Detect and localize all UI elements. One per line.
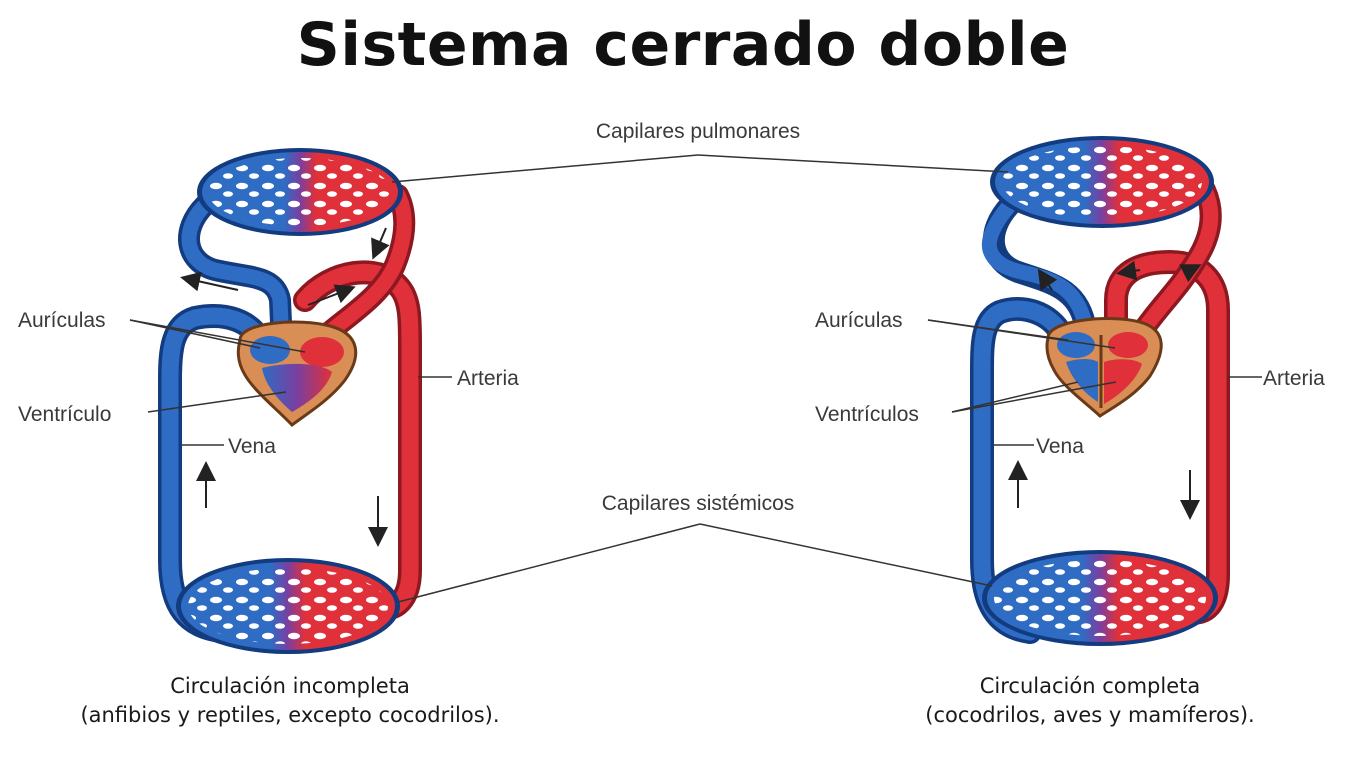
label-vena-left: Vena [228,435,276,458]
right-system: Aurículas Ventrículos Arteria Vena [815,136,1325,646]
label-vena-right: Vena [1036,435,1084,458]
caption-left: Circulación incompleta (anfibios y repti… [10,672,570,730]
atrium-right-red [1108,332,1148,358]
caption-left-line2: (anfibios y reptiles, excepto cocodrilos… [80,703,500,727]
label-auriculas-right: Aurículas [815,309,903,332]
label-auriculas-left: Aurículas [18,309,106,332]
label-arteria-left: Arteria [457,367,519,390]
caption-right-line1: Circulación completa [979,674,1201,698]
atrium-right-blue [1057,332,1095,358]
ventricle-right-blue [1066,359,1098,402]
ventricle-left [262,363,332,412]
label-capilares-sistemicos: Capilares sistémicos [602,492,795,515]
label-ventriculos-right: Ventrículos [815,403,919,426]
left-system: Aurículas Ventrículo Arteria Vena [18,148,519,654]
label-ventriculo-left: Ventrículo [18,403,111,426]
caption-right: Circulación completa (cocodrilos, aves y… [840,672,1340,730]
ventricle-right-red [1104,359,1142,404]
atrium-left-red [300,337,344,367]
label-capilares-pulmonares: Capilares pulmonares [596,120,800,143]
atrium-left-blue [250,336,290,364]
caption-left-line1: Circulación incompleta [170,674,410,698]
label-arteria-right: Arteria [1263,367,1325,390]
caption-right-line2: (cocodrilos, aves y mamíferos). [925,703,1255,727]
shared-labels: Capilares pulmonares Capilares sistémico… [391,120,1009,603]
page-title: Sistema cerrado doble [296,10,1070,80]
